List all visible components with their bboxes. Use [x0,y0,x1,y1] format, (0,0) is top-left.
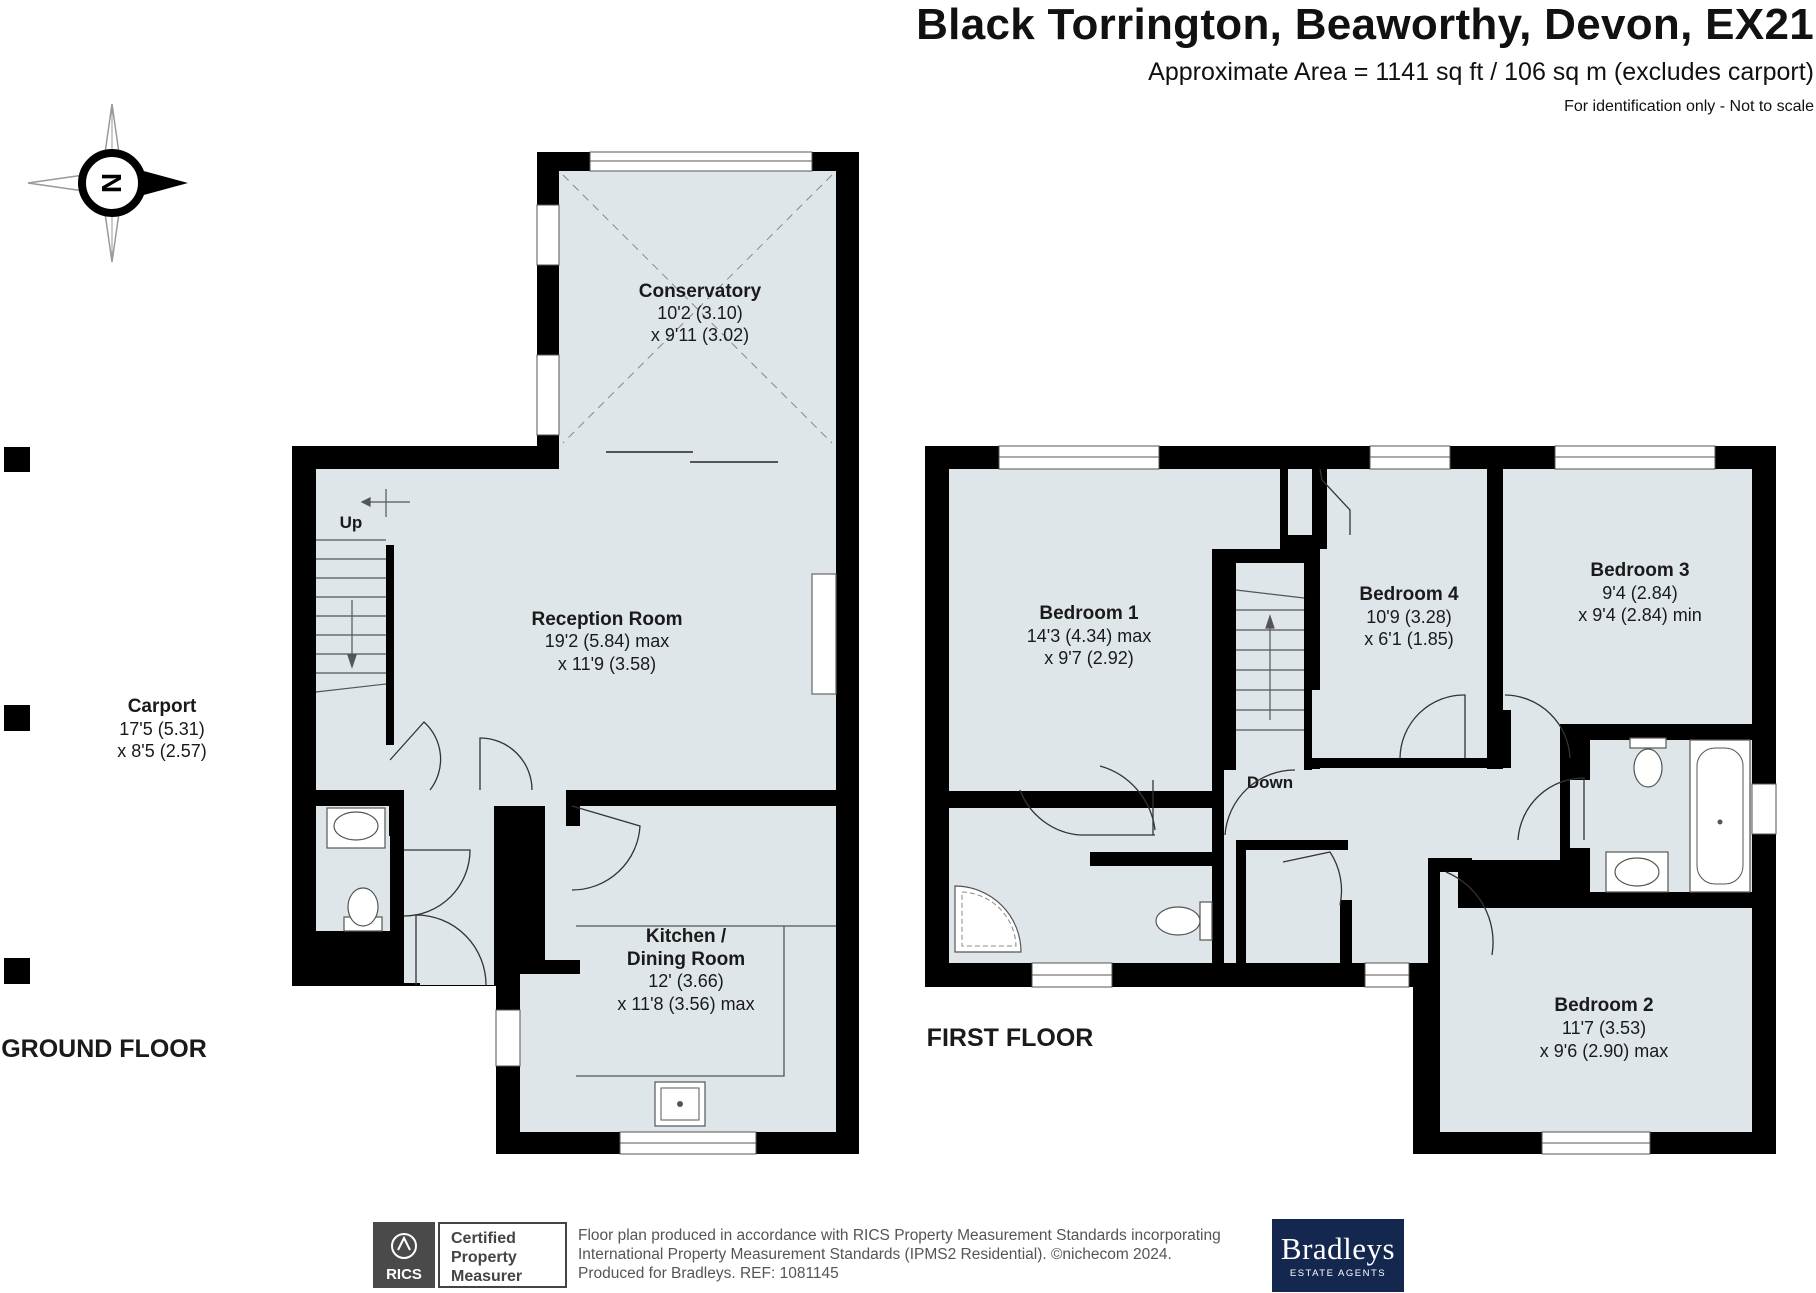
kitchen-dim1: 12' (3.66) [648,971,723,991]
compass-icon: N [27,103,188,263]
bedroom2-dim2: x 9'6 (2.90) max [1540,1041,1669,1061]
carport-dim2: x 8'5 (2.57) [117,741,206,761]
conservatory-dim1: 10'2 (3.10) [657,303,743,323]
bedroom2-name: Bedroom 2 [1554,995,1653,1016]
conservatory-dim2: x 9'11 (3.02) [651,325,749,345]
reception-room-floor [316,469,836,791]
first-floor-plan: Down Bedroom 1 14'3 (4.34) max [925,445,1777,1155]
bedroom4-name: Bedroom 4 [1359,584,1459,605]
bedroom1-floor [949,469,1212,791]
bedroom3-dim2: x 9'4 (2.84) min [1578,605,1702,625]
carport-name: Carport [128,696,197,717]
cert-line2: Property [451,1249,517,1266]
brand-subtitle: ESTATE AGENTS [1289,1268,1387,1279]
bedroom4-dim2: x 6'1 (1.85) [1364,629,1453,649]
carport-post [4,447,30,472]
bedroom1-name: Bedroom 1 [1039,603,1139,624]
identification-note: For identification only - Not to scale [1564,98,1814,115]
footer-notes: Floor plan produced in accordance with R… [578,1226,1278,1283]
bedroom2-dim1: 11'7 (3.53) [1562,1018,1646,1038]
footer-line3: Produced for Bradleys. REF: 1081145 [578,1265,839,1282]
first-floor-label: FIRST FLOOR [927,1024,1094,1052]
cert-line3: Measurer [451,1268,522,1285]
rics-label: RICS [386,1266,422,1283]
kitchen-name-line2: Dining Room [627,949,745,970]
kitchen-floor [576,806,836,1132]
bedroom1-dim1: 14'3 (4.34) max [1027,626,1152,646]
reception-room-dim2: x 11'9 (3.58) [558,654,656,674]
bedroom4-dim1: 10'9 (3.28) [1366,607,1452,627]
bradleys-logo: Bradleys ESTATE AGENTS [1272,1219,1404,1292]
footer-line1: Floor plan produced in accordance with R… [578,1227,1221,1244]
cert-line1: Certified [451,1230,516,1247]
rics-certified-badge: RICS Certified Property Measurer [373,1222,567,1288]
reception-room-name: Reception Room [532,609,683,630]
bedroom3-name: Bedroom 3 [1590,560,1689,581]
brand-name: Bradleys [1280,1231,1396,1266]
property-address: Black Torrington, Beaworthy, Devon, EX21 [916,0,1814,49]
bedroom3-floor [1503,469,1752,724]
bedroom4-floor [1312,469,1487,758]
bedroom1-dim2: x 9'7 (2.92) [1044,648,1133,668]
ground-floor-plan: Up Conservatory 10'2 (3.10) x 9'11 (3.02… [1,151,859,1155]
footer-line2: International Property Measurement Stand… [578,1246,1172,1263]
bedroom2-floor [1440,908,1752,1132]
ground-floor-label: GROUND FLOOR [1,1035,207,1063]
kitchen-name-line1: Kitchen / [646,926,727,947]
carport-dim1: 17'5 (5.31) [119,719,205,739]
carport-post [4,705,30,731]
bedroom3-dim1: 9'4 (2.84) [1602,583,1677,603]
stairs-down-label: Down [1247,773,1293,792]
kitchen-dim2: x 11'8 (3.56) max [617,994,754,1014]
carport-post [4,958,30,984]
conservatory-name: Conservatory [639,281,762,302]
compass-letter: N [96,173,127,193]
stairs-up-label: Up [340,513,363,532]
reception-room-dim1: 19'2 (5.84) max [545,631,670,651]
approximate-area: Approximate Area = 1141 sq ft / 106 sq m… [1148,58,1814,86]
floor-plan: N [1,103,1777,1155]
